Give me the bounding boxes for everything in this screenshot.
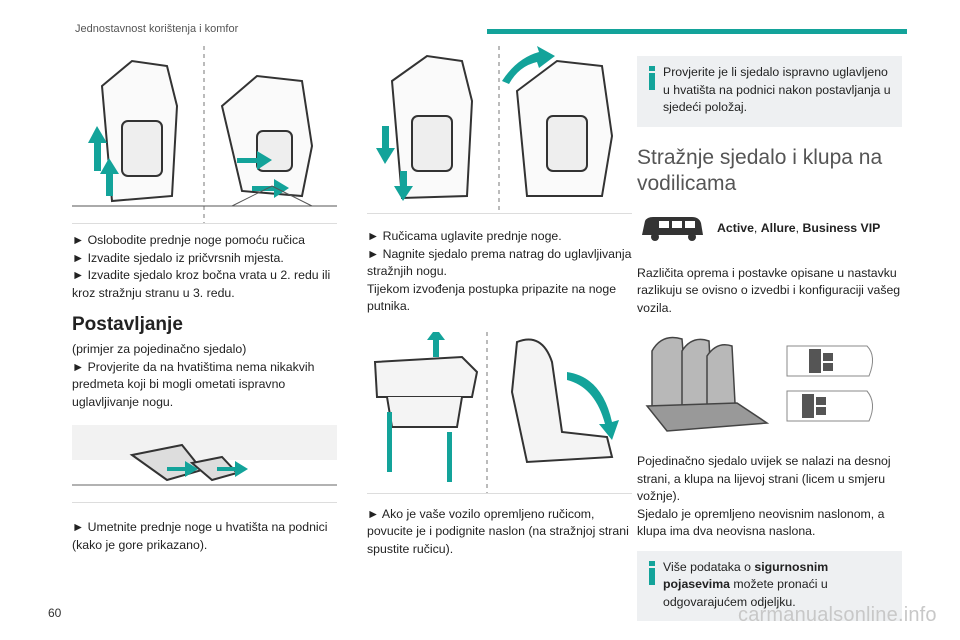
locking-step-2: ► Nagnite sjedalo prema natrag do uglavl… — [367, 246, 632, 279]
equipment-note: Različita oprema i postavke opisane u na… — [637, 265, 901, 315]
locking-step-note: Tijekom izvođenja postupka pripazite na … — [367, 281, 617, 314]
figure-backrest-raise — [367, 331, 632, 494]
page-number: 60 — [48, 606, 62, 620]
info-icon — [649, 560, 655, 585]
installation-example-note: (primjer za pojedinačno sjedalo) — [72, 342, 247, 356]
insertion-step: ► Umetnite prednje noge u hvatišta na po… — [72, 520, 328, 552]
version-business-vip: Business VIP — [802, 220, 881, 235]
version-availability: Active, Allure, Business VIP — [637, 211, 902, 245]
column-1: ► Oslobodite prednje noge pomoću ručica … — [72, 46, 337, 554]
info-box-seatbelts: Više podataka o sigurnosnim pojasevima m… — [637, 550, 902, 621]
header-text: Jednostavnost korištenja i komfor — [75, 23, 239, 35]
backrest-step: ► Ako je vaše vozilo opremljeno ručicom,… — [367, 506, 629, 556]
seatbelts-link: sigurnosnim pojasevima — [663, 559, 829, 592]
removal-step-3: ► Izvadite sjedalo kroz bočna vrata u 2.… — [72, 268, 331, 300]
section-title-postavljanje: Postavljanje — [72, 314, 183, 335]
column-2: ► Ručicama uglavite prednje noge. ► Nagn… — [367, 46, 632, 558]
seat-layout-desc-1: Pojedinačno sjedalo uvijek se nalazi na … — [637, 454, 891, 503]
seat-layout-description: Pojedinačno sjedalo uvijek se nalazi na … — [637, 453, 902, 541]
removal-step-2: ► Izvadite sjedalo iz pričvrsnih mjesta. — [72, 250, 284, 265]
version-allure: Allure — [760, 220, 796, 235]
info-text-anchor-check: Provjerite je li sjedalo ispravno uglavl… — [663, 65, 891, 114]
info-icon — [649, 66, 655, 90]
column-3: Provjerite je li sjedalo ispravno uglavl… — [637, 56, 902, 621]
version-separator: , — [795, 220, 803, 235]
locking-steps: ► Ručicama uglavite prednje noge. ► Nagn… — [367, 228, 632, 316]
header-accent-bar — [487, 29, 907, 34]
locking-step-1: ► Ručicama uglavite prednje noge. — [367, 229, 562, 243]
figure-seat-layout — [637, 331, 902, 441]
van-icon — [642, 216, 703, 241]
watermark: carmanualsonline.info — [738, 604, 937, 626]
section-title-rear-seat: Stražnje sjedalo i klupa na vodilicama — [637, 145, 883, 195]
figure-leg-insertion — [72, 425, 337, 503]
figure-seat-removal — [72, 46, 337, 224]
seat-layout-desc-2: Sjedalo je opremljeno neovisnim naslonom… — [637, 506, 885, 539]
removal-step-1: ► Oslobodite prednje noge pomoću ručica — [72, 233, 305, 247]
installation-intro: (primjer za pojedinačno sjedalo) ► Provj… — [72, 341, 337, 411]
removal-steps: ► Oslobodite prednje noge pomoću ručica … — [72, 232, 337, 302]
version-active: Active — [717, 220, 754, 235]
version-separator: , — [753, 220, 761, 235]
info-text-seatbelts: Više podataka o sigurnosnim pojasevima m… — [663, 559, 829, 609]
installation-check-step: ► Provjerite da na hvatištima nema nikak… — [72, 359, 315, 409]
info-box-anchor-check: Provjerite je li sjedalo ispravno uglavl… — [637, 56, 902, 127]
figure-seat-locking — [367, 46, 632, 214]
